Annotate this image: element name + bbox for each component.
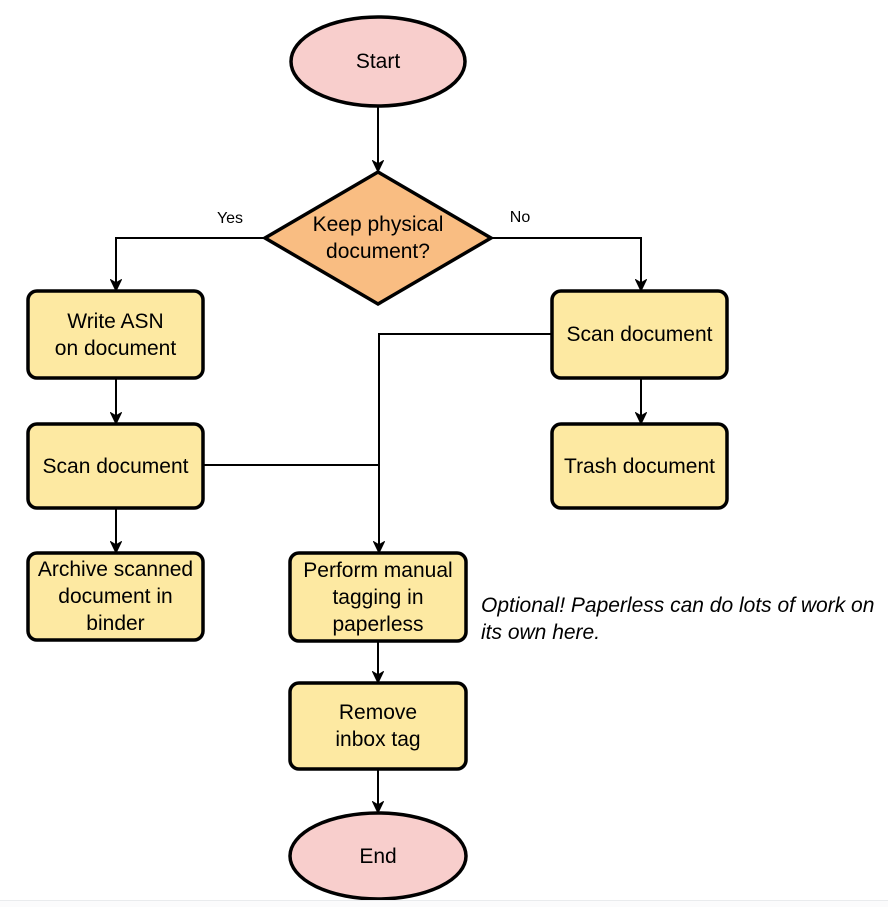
- end-ellipse: [288, 811, 468, 901]
- start-ellipse: [289, 15, 467, 108]
- edge-decision-no-to-scan: [490, 237, 647, 292]
- scan-document-yes-node-label: Scan document: [42, 454, 189, 478]
- scan-document-yes-box: [26, 422, 205, 510]
- remove-inbox-tag-node-label: Remove inbox tag: [335, 701, 421, 751]
- edge-decision-yes-to-write-asn: [110, 237, 266, 292]
- decision-node-label: Keep physical document?: [312, 213, 444, 263]
- end-node-label: End: [359, 844, 397, 868]
- archive-node-label: Archive scanned document in binder: [37, 558, 194, 635]
- trash-document-node-label: Trash document: [564, 454, 715, 478]
- write-asn-box: [26, 289, 205, 380]
- write-asn-node-label: Write ASN on document: [54, 309, 177, 360]
- manual-tagging-node-label: Perform manual tagging in paperless: [303, 558, 453, 636]
- optional-note: Optional! Paperless can do lots of work …: [481, 594, 875, 644]
- decision-diamond: [261, 169, 495, 307]
- edge-scan-no-to-tagging: [373, 333, 552, 554]
- scan-document-no-box: [550, 289, 729, 380]
- yes-branch-label: Yes: [216, 210, 244, 227]
- start-node-label: Start: [355, 50, 401, 73]
- no-branch-label: No: [509, 209, 531, 226]
- archive-box: [26, 551, 205, 642]
- remove-inbox-tag-box: [288, 681, 468, 771]
- manual-tagging-box: [288, 551, 468, 643]
- scan-document-no-node-label: Scan document: [566, 323, 713, 346]
- trash-document-box: [550, 422, 729, 510]
- window-bottom-edge: [0, 900, 888, 907]
